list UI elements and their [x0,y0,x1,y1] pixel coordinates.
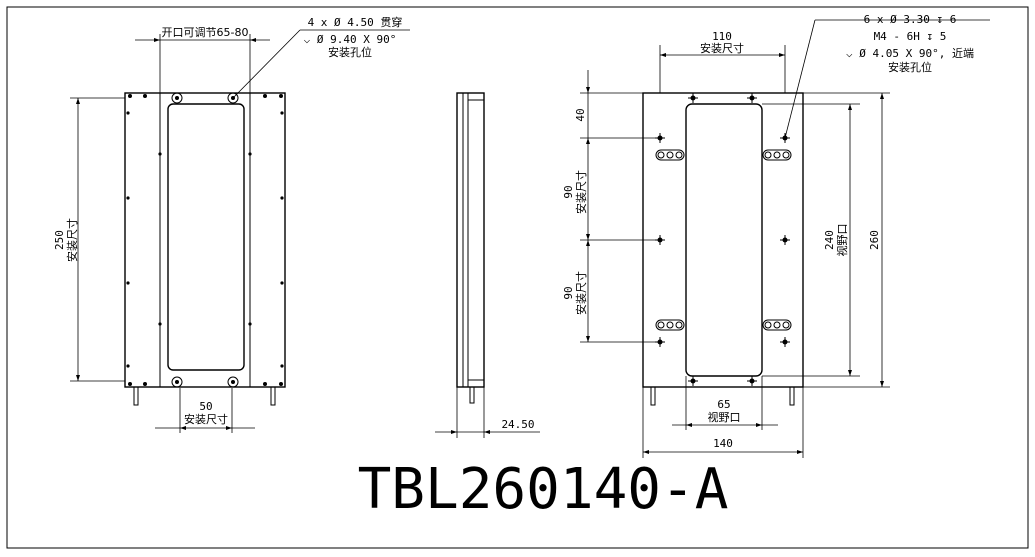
left-hole-callout: 4 x Ø 4.50 贯穿 [308,15,403,29]
left-outer-body [124,92,286,388]
right-total-height-value: 260 [868,230,881,250]
left-height-label: 安装尺寸 [65,218,79,262]
right-dim-40: 40 [574,108,587,121]
right-dim-90a-label: 安装尺寸 [574,170,588,214]
side-view: 24.50 [435,92,540,438]
right-view: 110 安装尺寸 6 x Ø 3.30 ↧ 6 M4 - 6H ↧ 5 ⌵ Ø … [562,13,990,458]
side-body [456,92,485,388]
right-top-width-label: 安装尺寸 [700,41,744,55]
right-mounting-holes [655,93,790,386]
right-hole-callout: 6 x Ø 3.30 ↧ 6 [864,13,957,26]
opening-dimension-label: 开口可调节65-80 [162,26,249,39]
right-total-width-value: 140 [713,437,733,450]
right-view-width-label: 视野口 [708,410,741,424]
right-thread-callout: M4 - 6H ↧ 5 [874,30,947,43]
left-width-value: 50 [199,400,212,413]
left-view: 开口可调节65-80 4 x Ø 4.50 贯穿 ⌵ Ø 9.40 X 90° … [53,15,410,433]
drawing-border [6,6,1029,549]
right-csink-callout: ⌵ Ø 4.05 X 90°, 近端 [846,47,974,60]
drawing-title: TBL260140-A [358,457,729,522]
side-thickness-value: 24.50 [501,418,534,431]
right-dim-90b-label: 安装尺寸 [574,271,588,315]
right-slot-holes [655,149,792,331]
left-width-label: 安装尺寸 [184,412,228,426]
left-edge-dots [126,94,284,386]
left-hole-label: 安装孔位 [328,45,372,59]
right-dim-90b-value: 90 [562,286,575,299]
right-view-height-label: 视野口 [835,224,849,257]
left-mounting-holes [171,92,239,388]
left-csink-callout: ⌵ Ø 9.40 X 90° [304,33,397,46]
right-outer-body [642,92,804,388]
left-height-value: 250 [53,230,66,250]
left-window [167,103,245,371]
right-view-height-value: 240 [823,230,836,250]
right-window [685,103,763,377]
right-hole-label: 安装孔位 [888,60,932,74]
right-view-width-value: 65 [717,398,730,411]
right-top-width-value: 110 [712,30,732,43]
right-dim-90a-value: 90 [562,185,575,198]
